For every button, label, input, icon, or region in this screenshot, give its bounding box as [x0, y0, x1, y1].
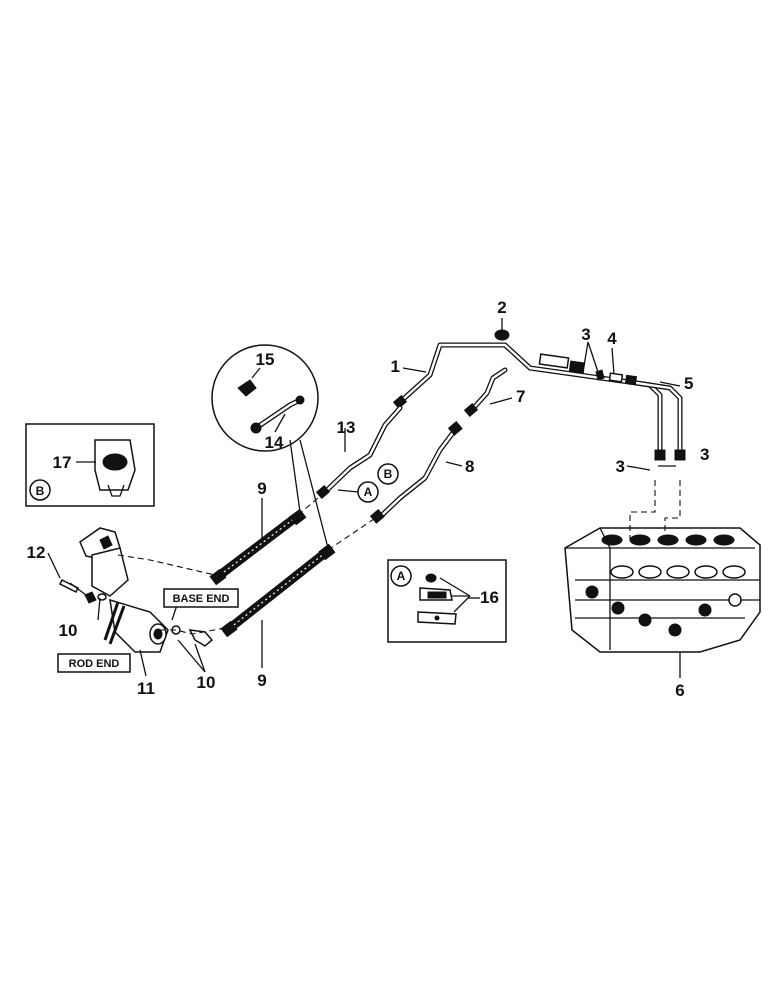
callout-5: 5: [684, 374, 693, 393]
cylinder-assembly: [58, 527, 169, 653]
detail-leader-lines: [289, 439, 329, 549]
hose-9-upper: [209, 508, 307, 586]
pipe-fittings-upper: [494, 329, 638, 386]
projection-line-base: [117, 554, 216, 576]
detail-ref-a-box: A: [397, 569, 406, 583]
callout-10-right: 10: [197, 673, 216, 692]
svg-text:ROD END: ROD END: [69, 658, 120, 670]
callout-14: 14: [265, 433, 284, 452]
projection-line-valve-right: [664, 480, 681, 540]
callout-3-top: 3: [581, 325, 590, 344]
control-valve-assembly: [564, 527, 761, 653]
pipe-8: [369, 421, 463, 524]
callout-10-left: 10: [59, 621, 78, 640]
svg-text:BASE END: BASE END: [173, 593, 230, 605]
callout-12: 12: [27, 543, 46, 562]
detail-ref-b-box: B: [36, 484, 45, 498]
detail-circle-hose-clamp: [211, 344, 319, 452]
callout-15: 15: [256, 350, 275, 369]
rod-end-label: ROD END: [57, 653, 131, 673]
base-end-label: BASE END: [163, 588, 239, 608]
callout-13: 13: [337, 418, 356, 437]
callout-17: 17: [53, 453, 72, 472]
svg-text:A: A: [364, 485, 373, 499]
callout-3-right: 3: [700, 445, 709, 464]
callout-2: 2: [497, 298, 506, 317]
callout-16: 16: [480, 588, 499, 607]
cap-icon: [494, 329, 510, 341]
callout-4: 4: [607, 329, 617, 348]
hose-9-lower: [220, 543, 336, 638]
pipe-7: [463, 367, 508, 417]
callout-11: 11: [137, 679, 155, 698]
callout-9-lower: 9: [257, 671, 266, 690]
detail-ref-leader: [337, 489, 359, 493]
rod-end-pointer: [103, 601, 126, 645]
pipe-1: [392, 342, 666, 461]
projection-line-rod: [160, 627, 226, 635]
detail-box-b: [25, 423, 155, 507]
callout-leaders: [47, 318, 681, 678]
callout-8: 8: [465, 457, 474, 476]
callout-1: 1: [391, 357, 400, 376]
detail-box-a: [387, 559, 507, 643]
svg-text:B: B: [384, 467, 393, 481]
detail-ref-b-inline: B: [377, 463, 399, 485]
callout-6: 6: [675, 681, 684, 700]
pipe-13: [315, 405, 403, 499]
detail-ref-a-inline: A: [357, 481, 379, 503]
elbow-fittings-10: [97, 593, 214, 647]
callout-7: 7: [516, 387, 525, 406]
callout-3-left: 3: [616, 457, 625, 476]
projection-line-hose-lower: [327, 516, 378, 551]
callout-9-upper: 9: [257, 479, 266, 498]
projection-line-valve-left: [629, 480, 656, 540]
pin-leader: [69, 582, 91, 599]
projection-line-hose-upper: [297, 491, 326, 516]
pipe-5: [627, 379, 686, 461]
